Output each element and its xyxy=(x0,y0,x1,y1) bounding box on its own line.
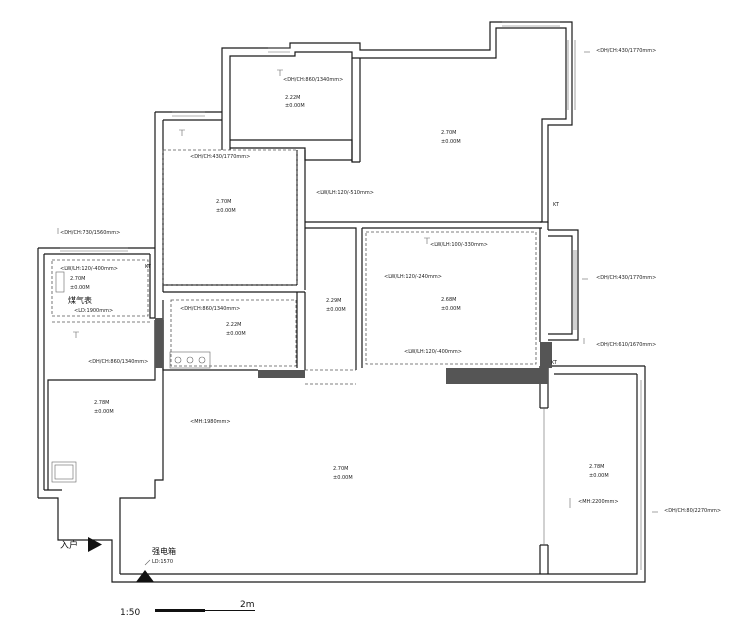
annotation-mh-1980: <MH:1980mm> xyxy=(190,419,231,425)
gas-meter-label: 煤气表 xyxy=(68,295,92,305)
level-bathroom: 2.22M xyxy=(226,322,241,328)
level-corridor-zero: ±0.00M xyxy=(326,307,346,313)
annotation-ld-1900: <LD:1900mm> xyxy=(74,308,113,314)
level-master-bedroom: 2.68M xyxy=(441,297,456,303)
kt-label-top: KT xyxy=(553,202,560,208)
level-left-bedroom-zero: ±0.00M xyxy=(216,208,236,214)
annotation-lw-120-400-a: <LW/LH:120/-400mm> xyxy=(60,266,118,272)
annotation-dh-610-1670: <DH/CH:610/1670mm> xyxy=(596,342,656,348)
annotation-lw-100-330: <LW/LH:100/-330mm> xyxy=(430,242,488,248)
annotation-lw-120-240: <LW/LH:120/-240mm> xyxy=(384,274,442,280)
annotation-dh-430-1770-left: <DH/CH:430/1770mm> xyxy=(190,154,250,160)
level-small-bedroom: 2.22M xyxy=(285,95,300,101)
level-top-room-zero: ±0.00M xyxy=(441,139,461,145)
level-top-room: 2.70M xyxy=(441,130,456,136)
level-balcony-right-zero: ±0.00M xyxy=(589,473,609,479)
stove xyxy=(169,351,211,369)
plan-labels: KT KT KT 煤气表 入户 强电箱 LD:1570 xyxy=(60,202,560,565)
kt-label-right: KT xyxy=(551,360,558,366)
inner-walls xyxy=(162,58,549,574)
level-kitchen-zero: ±0.00M xyxy=(94,409,114,415)
level-balcony-left-zero: ±0.00M xyxy=(70,285,90,291)
level-living-room: 2.70M xyxy=(333,466,348,472)
openings xyxy=(51,149,537,385)
panel-name-label: 强电箱 xyxy=(152,546,176,556)
level-balcony-left: 2.70M xyxy=(70,276,85,282)
annotation-markers xyxy=(57,51,658,513)
scale-bar: 1:50 2m xyxy=(120,600,255,618)
sink-fixture xyxy=(51,461,77,483)
floor-levels: 2.22M ±0.00M 2.70M ±0.00M 2.70M ±0.00M 2… xyxy=(70,95,609,481)
annotation-dh-730-1560: <DH/CH:730/1560mm> xyxy=(60,230,120,236)
annotation-dh-860-1340-mid: <DH/CH:860/1340mm> xyxy=(180,306,240,312)
level-bathroom-zero: ±0.00M xyxy=(226,331,246,337)
scale-ratio-label: 1:50 xyxy=(120,608,140,618)
level-balcony-right: 2.78M xyxy=(589,464,604,470)
panel-ld-label: LD:1570 xyxy=(152,559,173,565)
level-corridor: 2.29M xyxy=(326,298,341,304)
entrance-label: 入户 xyxy=(60,539,78,551)
annotation-dh-80-2270: <DH/CH:80/2270mm> xyxy=(664,508,721,514)
level-kitchen: 2.78M xyxy=(94,400,109,406)
annotation-dh-430-1770-top: <DH/CH:430/1770mm> xyxy=(596,48,656,54)
annotation-dh-860-1340-top: <DH/CH:860/1340mm> xyxy=(283,77,343,83)
annotation-lw-120-400-b: <LW/LH:120/-400mm> xyxy=(404,349,462,355)
entrance-arrow-icon xyxy=(88,537,102,552)
structural-solids xyxy=(155,318,552,384)
scale-length-label: 2m xyxy=(240,600,255,610)
annotation-dh-860-1340-left: <DH/CH:860/1340mm> xyxy=(88,359,148,365)
annotation-lw-120-510: <LW/LH:120/-510mm> xyxy=(316,190,374,196)
gas-meter-fixture xyxy=(55,271,65,293)
annotation-mh-2200: <MH:2200mm> xyxy=(578,499,619,505)
windows xyxy=(60,21,642,570)
kt-label-left: KT xyxy=(145,264,152,270)
annotation-dh-430-1770-right: <DH/CH:430/1770mm> xyxy=(596,275,656,281)
panel-marker-icon xyxy=(136,570,154,582)
level-master-bedroom-zero: ±0.00M xyxy=(441,306,461,312)
outer-walls xyxy=(37,21,646,583)
dimension-annotations: <DH/CH:430/1770mm> <DH/CH:860/1340mm> <D… xyxy=(60,48,721,514)
level-left-bedroom: 2.70M xyxy=(216,199,231,205)
level-living-room-zero: ±0.00M xyxy=(333,475,353,481)
level-small-bedroom-zero: ±0.00M xyxy=(285,103,305,109)
